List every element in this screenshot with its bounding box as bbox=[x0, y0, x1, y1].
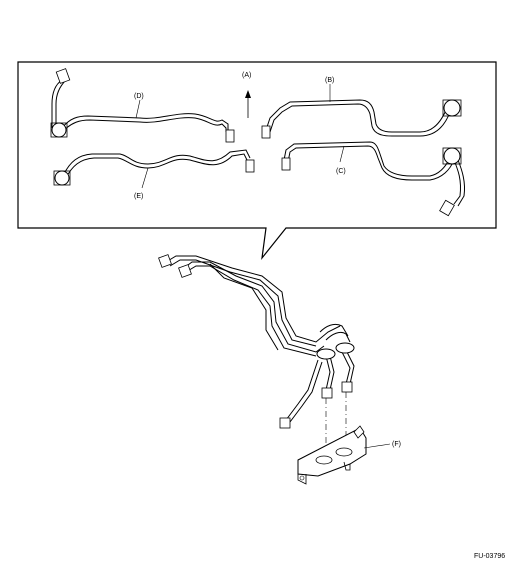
pipe-c bbox=[281, 141, 465, 217]
leader-d bbox=[135, 99, 141, 119]
label-c: (C) bbox=[336, 168, 346, 175]
pipe-e bbox=[53, 149, 255, 186]
bracket-f bbox=[297, 425, 367, 485]
leader-e bbox=[141, 167, 149, 189]
callout-frame bbox=[17, 61, 497, 261]
leader-c bbox=[339, 145, 345, 163]
label-d: (D) bbox=[134, 93, 144, 100]
pipe-assembly bbox=[158, 254, 355, 429]
leader-f bbox=[363, 443, 391, 449]
label-b: (B) bbox=[325, 77, 334, 84]
label-e: (E) bbox=[134, 193, 143, 200]
pipe-d bbox=[50, 68, 235, 143]
arrow-a bbox=[245, 90, 251, 118]
pipe-b bbox=[261, 99, 462, 139]
label-a: (A) bbox=[242, 72, 251, 79]
label-f: (F) bbox=[392, 441, 401, 448]
figure-id: FU-03796 bbox=[474, 553, 505, 560]
